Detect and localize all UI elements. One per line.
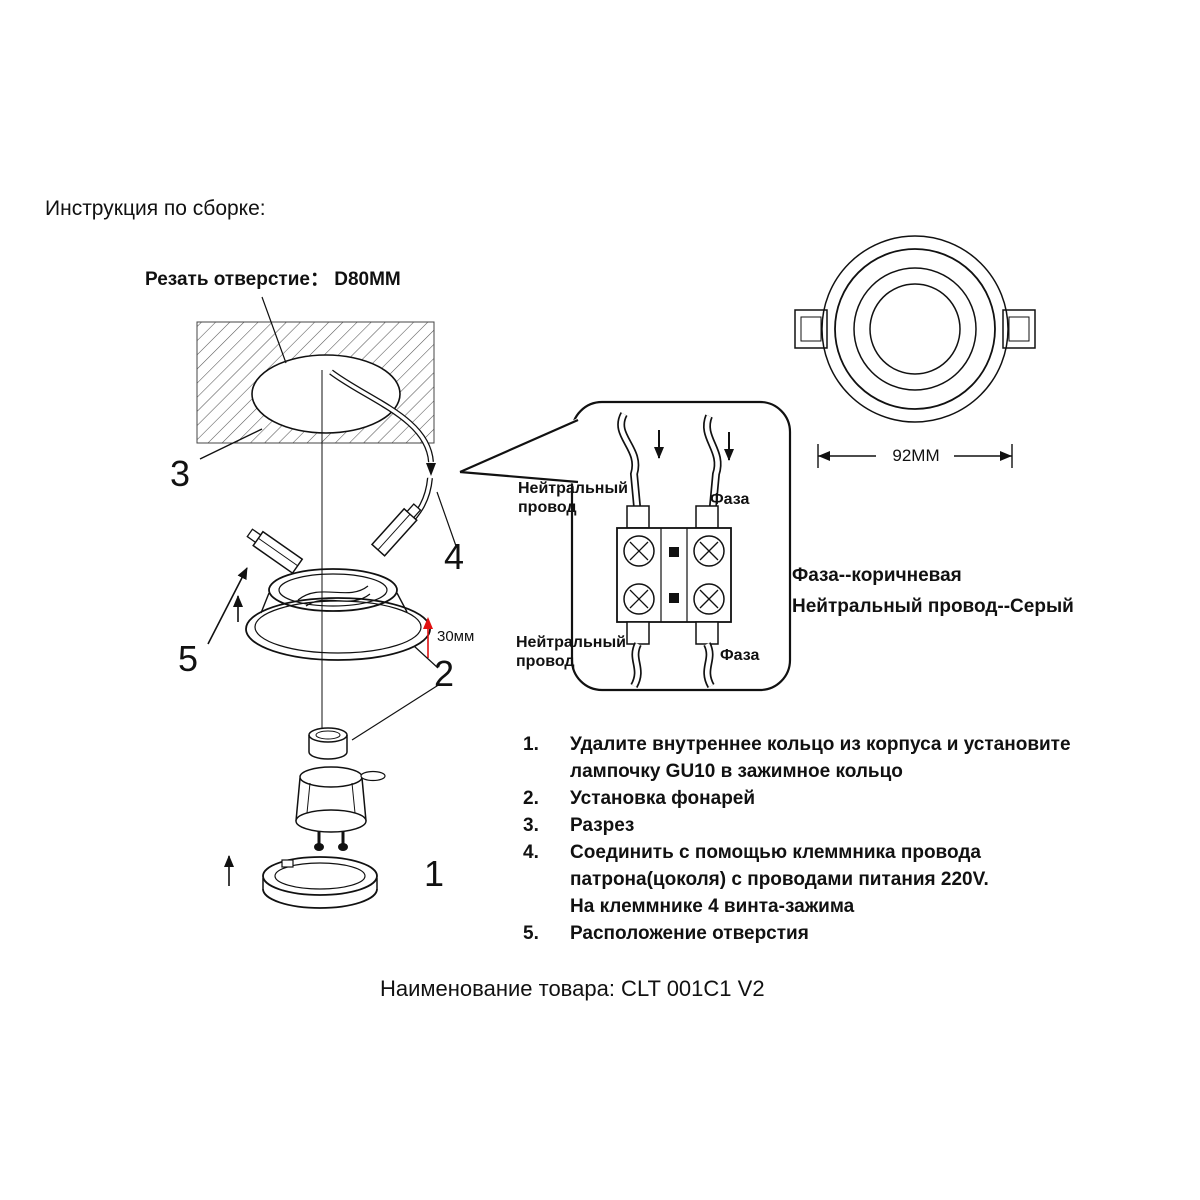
wire-arrow-icon bbox=[426, 463, 436, 476]
dim-92mm bbox=[817, 444, 1013, 468]
dim-arrow-left-icon bbox=[818, 451, 830, 461]
part3-leader-line bbox=[199, 428, 263, 460]
part-label-3: 3 bbox=[170, 453, 191, 494]
part-label-4: 4 bbox=[444, 536, 465, 577]
terminal-block bbox=[616, 412, 734, 688]
red-arrow-icon bbox=[423, 617, 433, 629]
page-title: Инструкция по сборке: bbox=[45, 197, 266, 220]
neutral-wire-top-label: Нейтральный провод bbox=[518, 480, 628, 516]
step-text: Удалите внутреннее кольцо из корпуса и у… bbox=[570, 734, 1071, 782]
step-item: 4. Соединить с помощью клеммника провода… bbox=[523, 839, 1163, 920]
fixture-body bbox=[245, 568, 431, 661]
phase-color-label: Фаза--коричневая bbox=[792, 565, 962, 586]
part-label-2: 2 bbox=[434, 653, 455, 694]
spring-clip bbox=[246, 528, 304, 575]
dim-30mm-label: 30мм bbox=[437, 628, 475, 645]
step-item: 5. Расположение отверстия bbox=[523, 920, 1163, 947]
dim-30mm bbox=[423, 617, 433, 658]
part4-leader-line bbox=[436, 491, 457, 547]
neutral-wire-bottom-label: Нейтральный провод bbox=[516, 634, 626, 670]
assembly-steps-list: 1. Удалите внутреннее кольцо из корпуса … bbox=[523, 731, 1163, 947]
dim-92mm-label: 92MM bbox=[892, 446, 940, 465]
lamp-holder-ring bbox=[308, 727, 348, 760]
pointer-arrows bbox=[207, 567, 248, 886]
phase-bottom-label: Фаза bbox=[720, 647, 760, 664]
power-wire bbox=[321, 369, 457, 728]
part-label-1: 1 bbox=[424, 853, 445, 894]
neutral-color-label: Нейтральный провод--Серый bbox=[792, 596, 1074, 617]
part-label-5: 5 bbox=[178, 638, 199, 679]
fixture-top-view bbox=[794, 235, 1036, 423]
decor-ring bbox=[262, 856, 378, 909]
step-text: Разрез bbox=[570, 815, 635, 836]
step-text: Расположение отверстия bbox=[570, 923, 809, 944]
step-item: 3. Разрез bbox=[523, 812, 1163, 839]
step-number: 3. bbox=[523, 815, 539, 836]
cut-hole-label: Резать отверстие： D80MM bbox=[145, 269, 401, 290]
step-number: 4. bbox=[523, 842, 539, 863]
dim-arrow-right-icon bbox=[1000, 451, 1012, 461]
part5-arrow-icon bbox=[207, 567, 248, 645]
cut-hole bbox=[251, 354, 401, 434]
step-number: 2. bbox=[523, 788, 539, 809]
wire-connector bbox=[370, 503, 422, 557]
cut-hole-leader-line bbox=[261, 296, 287, 364]
step-number: 5. bbox=[523, 923, 539, 944]
product-name: Наименование товара: CLT 001C1 V2 bbox=[380, 976, 765, 1001]
step-number: 1. bbox=[523, 734, 539, 755]
gu10-lamp bbox=[295, 766, 386, 851]
step-item: 1. Удалите внутреннее кольцо из корпуса … bbox=[523, 731, 1163, 785]
part2-leaders bbox=[351, 645, 441, 741]
step-text: Соединить с помощью клеммника провода па… bbox=[570, 842, 989, 917]
phase-top-label: Фаза bbox=[710, 491, 750, 508]
step-item: 2. Установка фонарей bbox=[523, 785, 1163, 812]
ceiling-cutout bbox=[196, 296, 435, 460]
step-text: Установка фонарей bbox=[570, 788, 756, 809]
gasket-ring bbox=[360, 770, 386, 782]
